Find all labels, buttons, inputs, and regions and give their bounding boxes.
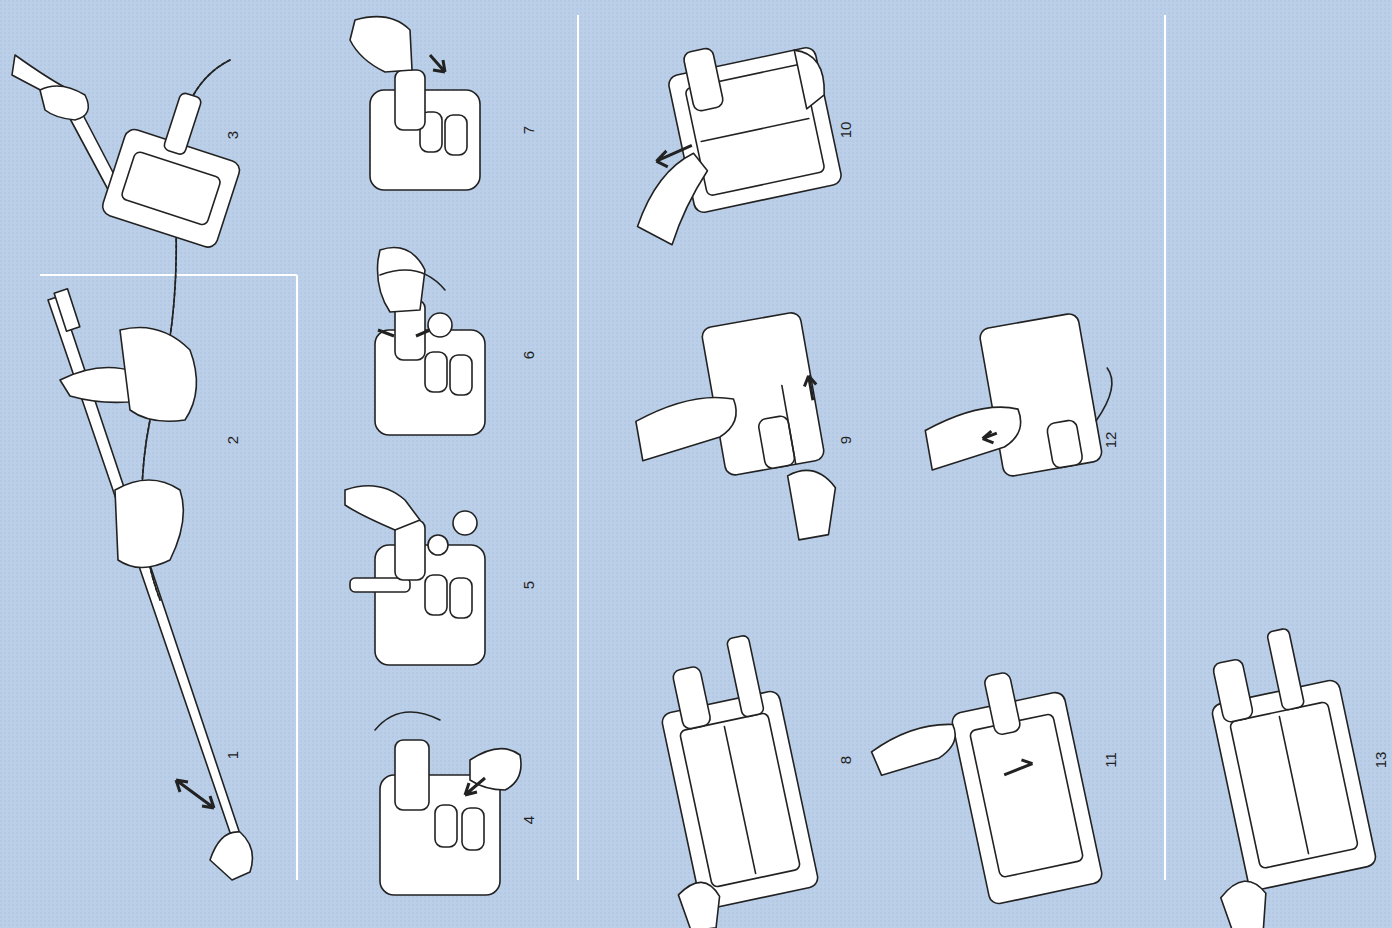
callout-number: 8 [837, 756, 854, 764]
nozzle-figure [375, 712, 521, 895]
nozzle-figure [622, 310, 843, 564]
callout-number: 9 [837, 436, 854, 444]
callout-number: 4 [520, 816, 537, 824]
nozzle-figure [345, 486, 485, 665]
nozzle-figure [350, 17, 480, 190]
callout-number: 6 [520, 351, 537, 359]
nozzle-figure [910, 308, 1126, 489]
callout-number: 2 [224, 436, 241, 444]
callout-number: 10 [837, 122, 854, 139]
callout-number: 12 [1102, 432, 1119, 449]
callout-number: 5 [520, 581, 537, 589]
callout-number: 7 [520, 126, 537, 134]
nozzle-figure [375, 248, 485, 436]
nozzle-figure [1169, 620, 1386, 928]
callout-number: 11 [1102, 752, 1119, 768]
callout-number: 3 [224, 131, 241, 139]
nozzle-figure [628, 631, 823, 928]
nozzle-figure [12, 55, 257, 250]
nozzle-figure [861, 661, 1103, 923]
nozzle-figure [604, 26, 850, 251]
callout-number: 1 [224, 751, 241, 759]
callout-number: 13 [1372, 752, 1389, 769]
separator-lines [40, 15, 1165, 880]
tube-figure [48, 289, 252, 880]
